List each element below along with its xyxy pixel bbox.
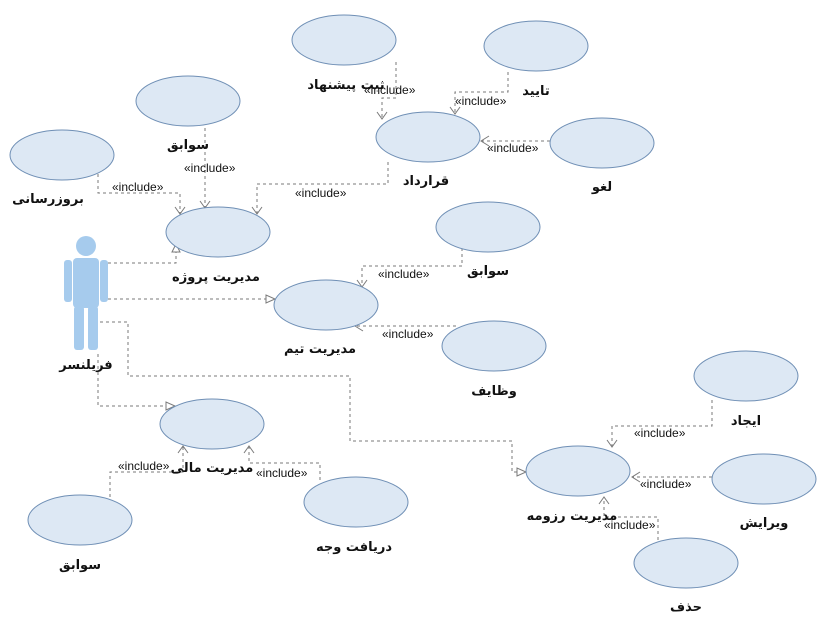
svg-text:بروزرسانی: بروزرسانی	[12, 192, 84, 207]
svg-text:مدیریت پروژه: مدیریت پروژه	[172, 270, 260, 285]
svg-text:مدیریت مالی: مدیریت مالی	[171, 461, 254, 476]
svg-text:ایجاد: ایجاد	[731, 414, 761, 429]
use-case-tasks[interactable]: وظایف	[441, 320, 547, 399]
svg-text:ثبت پیشنهاد: ثبت پیشنهاد	[307, 78, 384, 93]
inc-delete-resume	[603, 497, 659, 540]
include-label: «include»	[256, 466, 308, 480]
svg-text:دریافت وجه: دریافت وجه	[316, 540, 392, 555]
svg-text:مدیریت تیم: مدیریت تیم	[284, 342, 356, 357]
include-labels: «include» «include» «include» «include» …	[112, 83, 692, 532]
use-case-history-fin[interactable]: سوابق	[27, 494, 133, 573]
svg-text:سوابق: سوابق	[167, 138, 209, 153]
actor-left-leg	[74, 306, 84, 350]
use-case-cancel[interactable]: لغو	[549, 117, 655, 195]
include-label: «include»	[604, 518, 656, 532]
actor-head	[76, 236, 96, 256]
actor-torso	[73, 258, 99, 308]
include-label: «include»	[295, 186, 347, 200]
svg-text:لغو: لغو	[591, 180, 612, 195]
inc-create-resume	[611, 400, 713, 446]
use-case-resume-mgmt[interactable]: مدیریت رزومه	[525, 445, 631, 524]
assoc-team-arrow	[265, 294, 277, 304]
use-case-update[interactable]: بروزرسانی	[9, 129, 115, 207]
inc-proposal-contract	[381, 62, 397, 118]
svg-text:وظایف: وظایف	[471, 384, 517, 399]
include-label: «include»	[112, 180, 164, 194]
use-case-financial-mgmt[interactable]: مدیریت مالی	[159, 398, 265, 476]
actor-right-leg	[88, 306, 98, 350]
include-label: «include»	[640, 477, 692, 491]
assoc-resume-arrow	[516, 467, 528, 477]
actor-right-arm	[100, 260, 108, 302]
include-label: «include»	[487, 141, 539, 155]
assoc-project-mgmt	[108, 248, 177, 264]
use-case-delete[interactable]: حذف	[633, 537, 739, 615]
use-case-confirm[interactable]: تایید	[483, 20, 589, 99]
include-label: «include»	[382, 327, 434, 341]
include-label: «include»	[184, 161, 236, 175]
freelancer-actor[interactable]	[64, 236, 108, 350]
use-case-receive-payment[interactable]: دریافت وجه	[303, 476, 409, 555]
use-case-contract[interactable]: قرارداد	[375, 111, 481, 189]
svg-text:قرارداد: قرارداد	[403, 174, 449, 189]
svg-text:سوابق: سوابق	[467, 264, 509, 279]
use-case-project-mgmt[interactable]: مدیریت پروژه	[165, 206, 271, 285]
use-case-edit[interactable]: ویرایش	[711, 453, 817, 531]
assoc-resume-mgmt	[100, 321, 518, 473]
include-label: «include»	[378, 267, 430, 281]
use-case-team-mgmt[interactable]: مدیریت تیم	[273, 279, 379, 357]
inc-history-fin	[109, 446, 184, 497]
use-case-proposal[interactable]: ثبت پیشنهاد	[291, 14, 397, 93]
actor-associations	[97, 242, 528, 477]
use-case-create[interactable]: ایجاد	[693, 350, 799, 429]
actor-left-arm	[64, 260, 72, 302]
inc-payment-fin	[248, 446, 321, 480]
use-case-history-project[interactable]: سوابق	[135, 75, 241, 153]
include-label: «include»	[634, 426, 686, 440]
include-label: «include»	[455, 94, 507, 108]
svg-text:مدیریت رزومه: مدیریت رزومه	[527, 509, 618, 524]
assoc-financial-arrow	[165, 401, 177, 411]
svg-text:تایید: تایید	[522, 84, 549, 99]
use-case-history-team[interactable]: سوابق	[435, 201, 541, 279]
inc-update-project	[97, 174, 181, 213]
actor-label: فریلنسر	[58, 358, 112, 373]
svg-text:حذف: حذف	[670, 600, 702, 615]
include-label: «include»	[364, 83, 416, 97]
include-label: «include»	[118, 459, 170, 473]
inc-history-team	[361, 248, 463, 286]
svg-text:ویرایش: ویرایش	[740, 516, 789, 531]
svg-text:سوابق: سوابق	[59, 558, 101, 573]
